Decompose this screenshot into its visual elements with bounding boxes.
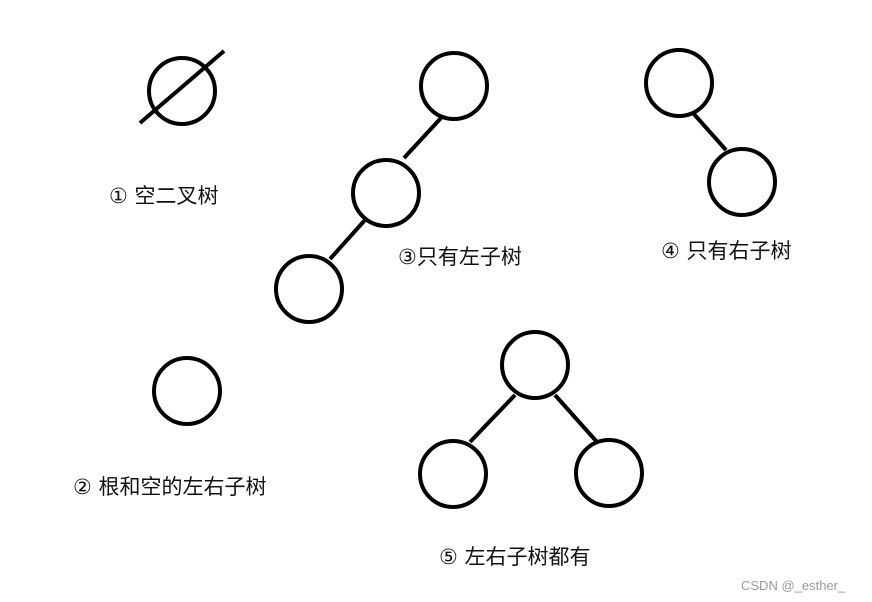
edge-root-left: [468, 393, 517, 444]
edge-root-left: [402, 116, 443, 160]
edge-left-leftleft: [328, 218, 367, 261]
root-node: [152, 356, 222, 426]
right-only-tree: [644, 48, 777, 217]
edge-root-right: [691, 111, 728, 152]
root-node: [500, 330, 570, 400]
root-only-tree: [152, 356, 222, 426]
right-child-node: [574, 438, 644, 508]
empty-tree-symbol: [138, 49, 226, 126]
empty-node-circle: [147, 56, 217, 126]
case3-label: ③只有左子树: [398, 245, 522, 269]
empty-slash: [138, 49, 226, 125]
case5-label: ⑤ 左右子树都有: [439, 545, 591, 569]
left-grandchild-node: [274, 254, 344, 324]
edge-root-right: [553, 393, 599, 444]
left-child-node: [351, 158, 421, 228]
left-child-node: [418, 439, 488, 509]
left-only-tree: [274, 51, 489, 324]
full-tree: [418, 330, 644, 509]
watermark: CSDN @_esther_: [741, 578, 846, 593]
root-node: [419, 51, 489, 121]
right-child-node: [707, 147, 777, 217]
case4-label: ④ 只有右子树: [661, 239, 792, 263]
case1-label: ① 空二叉树: [109, 184, 219, 208]
root-node: [644, 48, 714, 118]
case2-label: ② 根和空的左右子树: [73, 475, 267, 499]
